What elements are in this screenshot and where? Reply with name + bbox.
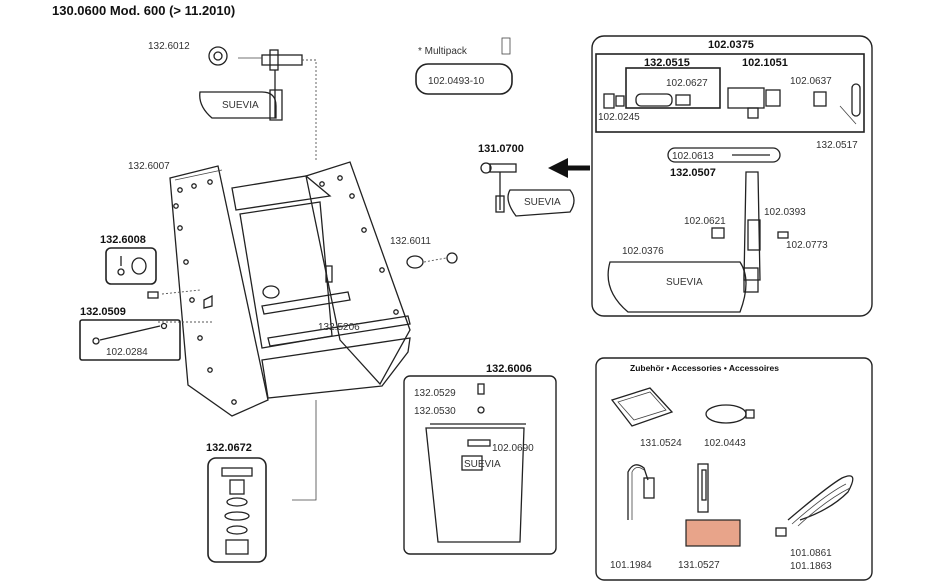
label-131-0700: 131.0700	[478, 143, 524, 155]
label-102-0637: 102.0637	[790, 76, 832, 87]
label-132-6012: 132.6012	[148, 41, 190, 52]
accessory-101-1984: 101.1984	[610, 560, 652, 571]
accessory-102-0443: 102.0443	[704, 438, 746, 449]
multipack-box	[415, 63, 513, 95]
label-102-0627: 102.0627	[666, 78, 708, 89]
label-132-0515: 132.0515	[644, 57, 690, 69]
label-132-6006: 132.6006	[486, 363, 532, 375]
label-102-0245: 102.0245	[598, 112, 640, 123]
label-132-0507: 132.0507	[670, 167, 716, 179]
label-132-0672: 132.0672	[206, 442, 252, 454]
label-102-0613: 102.0613	[672, 151, 714, 162]
label-102-0773: 102.0773	[786, 240, 828, 251]
accessories-panel	[595, 357, 873, 581]
clamp-illustration	[406, 252, 458, 269]
label-132-0509: 132.0509	[80, 306, 126, 318]
label-102-0690: 102.0690	[492, 443, 534, 454]
diagram-title: 130.0600 Mod. 600 (> 11.2010)	[52, 3, 235, 18]
bowl-brand: SUEVIA	[464, 459, 501, 470]
inset-132-0672	[207, 457, 267, 563]
panel-132-6006	[403, 375, 557, 555]
label-102-0393: 102.0393	[764, 207, 806, 218]
label-102-1051: 102.1051	[742, 57, 788, 69]
valve-top-illustration: SUEVIA	[199, 46, 317, 160]
valve-131-0700-brand: SUEVIA	[524, 197, 561, 208]
label-132-6011: 132.6011	[390, 236, 431, 247]
label-102-0621: 102.0621	[684, 216, 726, 227]
label-102-0375: 102.0375	[708, 39, 754, 51]
assembly-brand: SUEVIA	[666, 277, 703, 288]
assembly-parts-illustration: SUEVIA	[603, 83, 861, 313]
multipack-icon	[501, 37, 511, 55]
arrow-icon	[548, 158, 590, 178]
accessories-heading: Zubehör • Accessories • Accessoires	[630, 363, 779, 373]
assembly-inner-box	[625, 67, 721, 109]
label-132-5206: 132.5206	[318, 322, 360, 333]
label-132-0529: 132.0529	[414, 388, 456, 399]
accessory-101-1863: 101.1863	[790, 561, 832, 572]
multipack-code: 102.0493-10	[428, 76, 485, 87]
multipack-label: * Multipack	[418, 46, 468, 57]
label-132-6008: 132.6008	[100, 234, 146, 246]
label-132-6007: 132.6007	[128, 161, 170, 172]
inset-132-0509	[79, 319, 181, 361]
label-132-0530: 132.0530	[414, 406, 456, 417]
bowl-132-6006-illustration: SUEVIA	[425, 383, 526, 543]
valve-131-0700-illustration: SUEVIA	[480, 162, 575, 217]
bolt-illustration	[147, 291, 213, 309]
valve-top-brand: SUEVIA	[222, 100, 259, 111]
accessories-illustration	[610, 387, 854, 547]
accessory-101-0861: 101.0861	[790, 548, 832, 559]
label-102-0284: 102.0284	[106, 347, 148, 358]
label-132-0517: 132.0517	[816, 140, 858, 151]
housing-illustration	[158, 161, 411, 501]
label-102-0376: 102.0376	[622, 246, 664, 257]
inset-132-6008	[105, 247, 157, 285]
accessory-131-0524: 131.0524	[640, 438, 682, 449]
accessory-131-0527: 131.0527	[678, 560, 720, 571]
assembly-sub-box	[595, 53, 865, 133]
